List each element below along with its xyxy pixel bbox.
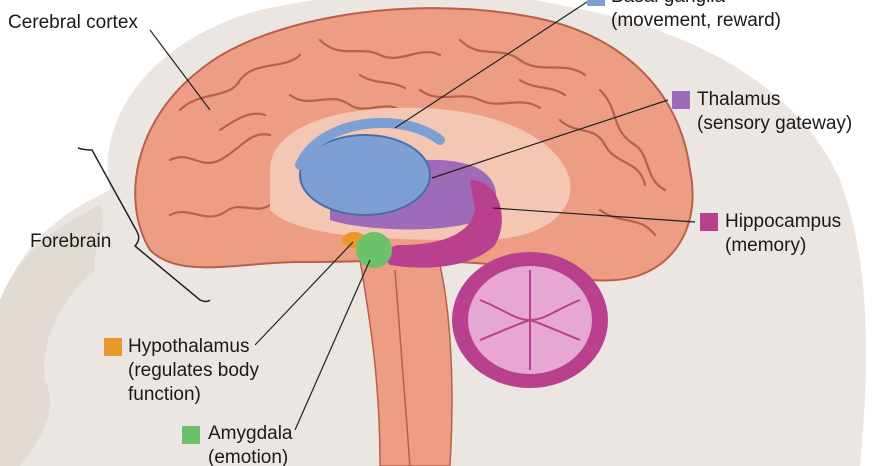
hippocampus-shape	[385, 180, 502, 268]
forebrain-bracket	[77, 147, 211, 303]
leader-thalamus	[431, 99, 669, 179]
amygdala-shape	[356, 232, 392, 268]
label-hypothalamus: Hypothalamus (regulates body function)	[128, 336, 259, 405]
label-cerebral-cortex: Cerebral cortex	[8, 12, 138, 33]
leader-hippocampus	[492, 207, 696, 223]
leader-hypothalamus	[254, 241, 354, 346]
label-basal-ganglia: Basal ganglia (movement, reward)	[611, 0, 781, 31]
face-profile	[0, 205, 103, 466]
label-amygdala: Amygdala (emotion)	[208, 423, 293, 466]
leader-amygdala	[294, 259, 371, 431]
label-hippocampus: Hippocampus (memory)	[725, 211, 842, 256]
swatch-hippocampus	[700, 213, 718, 231]
label-thalamus: Thalamus (sensory gateway)	[697, 89, 853, 134]
leader-lines	[149, 0, 696, 431]
swatch-basal-ganglia	[587, 0, 605, 6]
leader-basal-ganglia	[394, 0, 591, 129]
basal-ganglia-shape	[299, 134, 431, 216]
swatch-hypothalamus	[104, 338, 122, 356]
label-forebrain: Forebrain	[30, 231, 112, 252]
swatch-thalamus	[672, 91, 690, 109]
swatch-amygdala	[182, 426, 200, 444]
leader-cerebral-cortex	[149, 29, 211, 111]
cerebellum-folia	[479, 270, 581, 370]
cortex-folds	[168, 38, 667, 237]
